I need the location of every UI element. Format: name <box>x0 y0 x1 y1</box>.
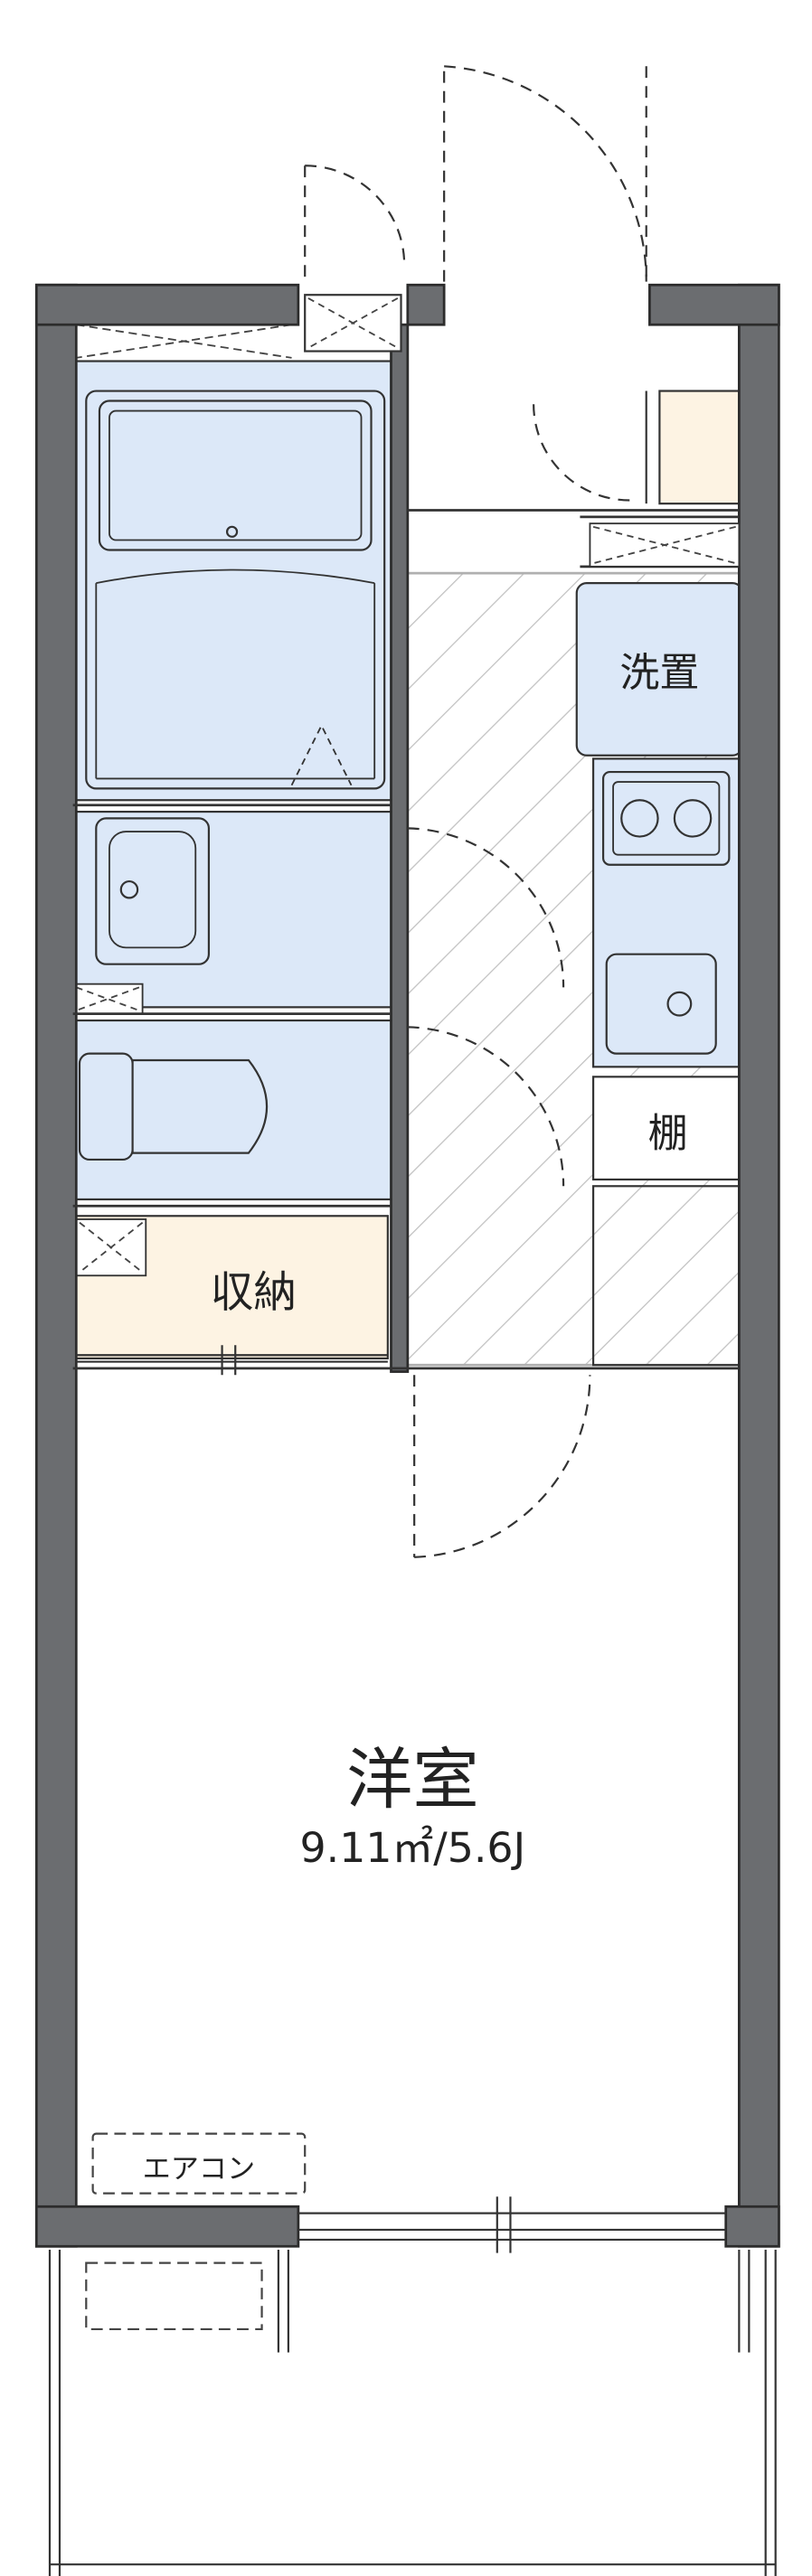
closet-label: 収納 <box>211 1268 297 1318</box>
aircon-label: エアコン <box>143 2153 256 2186</box>
kitchen-sink-icon <box>605 953 717 1055</box>
washbasin-icon <box>95 817 211 965</box>
outdoor-unit-icon <box>85 2261 263 2331</box>
stove-icon <box>612 781 721 856</box>
shelf-label: 棚 <box>648 1110 688 1156</box>
toilet-icon <box>78 1052 269 1161</box>
aircon-icon <box>91 2132 307 2195</box>
room-name: 洋室 <box>346 1742 479 1819</box>
ventilation-icon <box>76 324 292 359</box>
small-panel <box>71 982 144 1015</box>
shelf-unit <box>591 1076 744 1181</box>
walls <box>34 283 780 2248</box>
washer-label: 洗置 <box>619 650 699 696</box>
room-area: 9.11㎡/5.6J <box>300 1823 526 1872</box>
interior-doors <box>407 404 630 1558</box>
shoe-cabinet <box>658 390 744 505</box>
partitions <box>72 509 740 1370</box>
bathtub-icon <box>85 390 386 790</box>
main-room-floor <box>76 1371 740 2205</box>
entrance-door <box>304 65 647 282</box>
balcony-window <box>297 2196 726 2253</box>
closet-sliding-door <box>76 1345 388 1376</box>
balcony <box>48 2249 777 2576</box>
